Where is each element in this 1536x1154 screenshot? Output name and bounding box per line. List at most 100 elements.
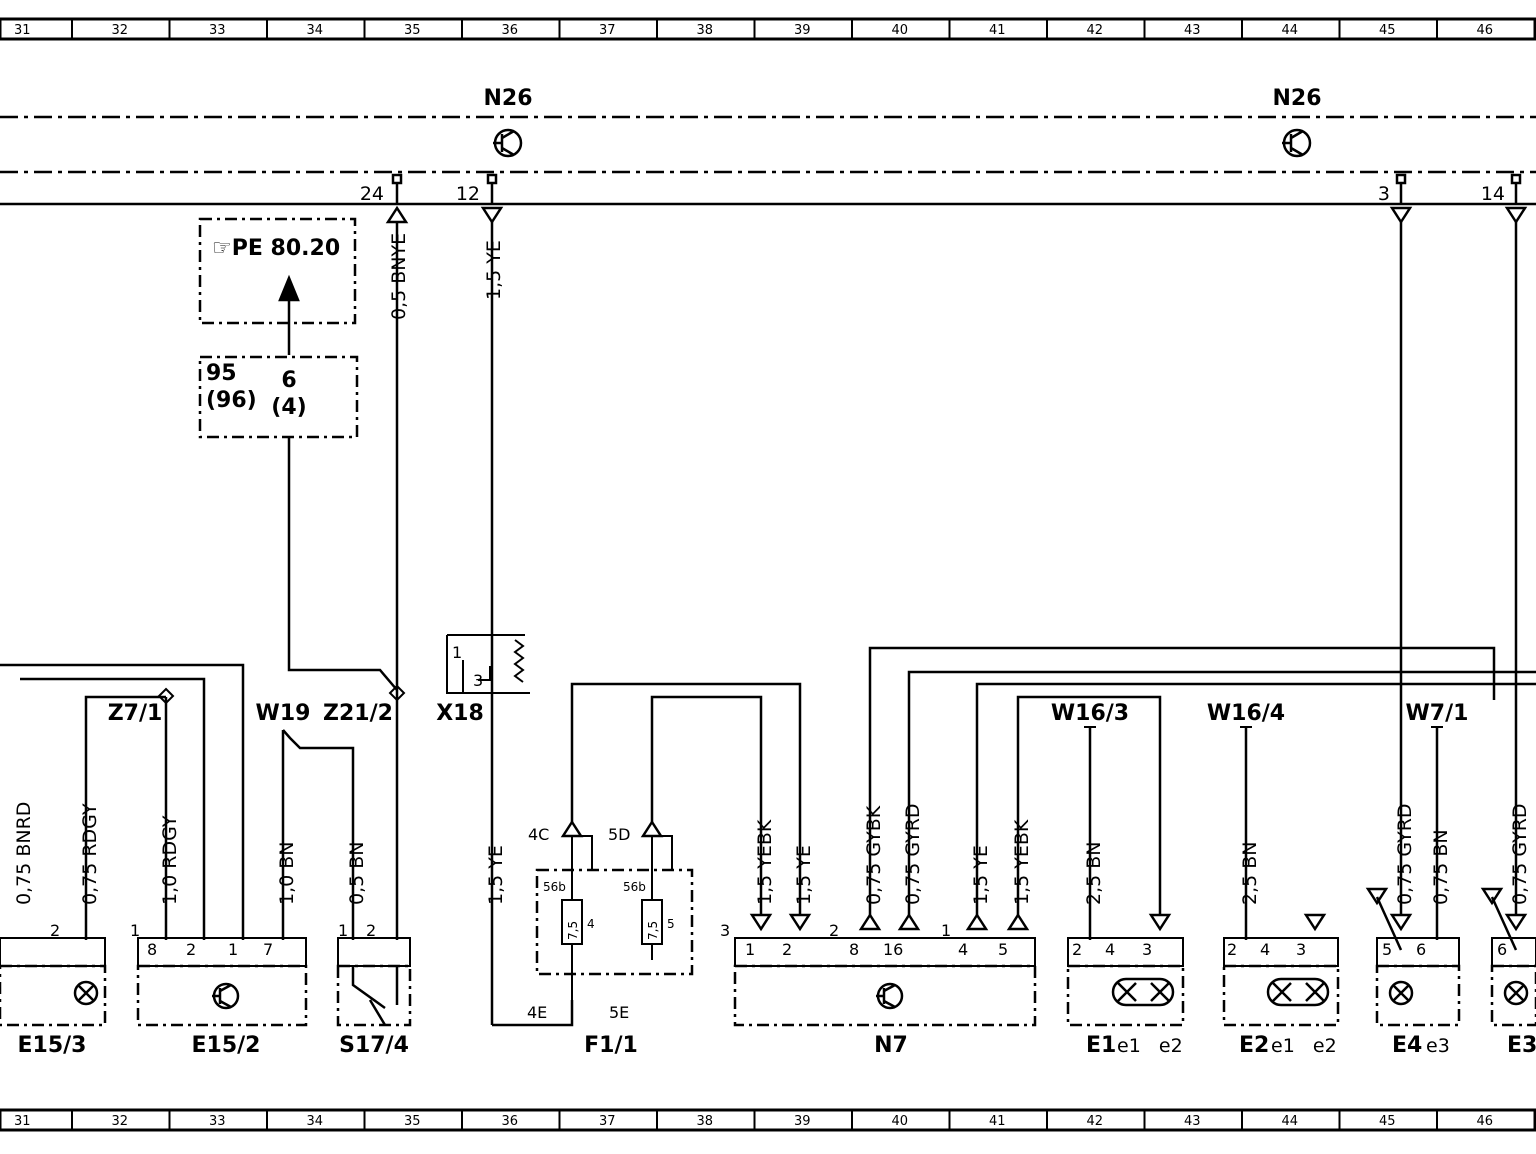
- wire-0-75-bnrd: 0,75 BNRD: [13, 802, 35, 905]
- ruler-label: 43: [1184, 1114, 1201, 1129]
- pin-label: 6: [1497, 940, 1507, 959]
- ruler-label: 40: [891, 23, 908, 38]
- pin-label: 56b: [623, 880, 646, 894]
- component-e3: E3: [1507, 1033, 1536, 1058]
- component-f1-1: F1/1: [584, 1033, 638, 1058]
- wire-1-5-ye-c: 1,5 YE: [970, 845, 992, 905]
- connector-95: 95: [206, 361, 237, 386]
- component-e15-3: E15/3: [18, 1033, 87, 1058]
- n26-label-left: N26: [483, 86, 532, 111]
- component-e4-sub: e3: [1426, 1035, 1450, 1057]
- pin-label: 1: [745, 940, 755, 959]
- ruler-label: 36: [501, 23, 518, 38]
- ruler-label: 32: [111, 23, 128, 38]
- pin-label: 5: [667, 917, 675, 931]
- pin-label: 2: [186, 940, 196, 959]
- pin-label: 4: [587, 917, 595, 931]
- component-e15-2: E15/2: [192, 1033, 261, 1058]
- ruler-label: 39: [794, 23, 811, 38]
- wire-0-75-bn: 0,75 BN: [1430, 829, 1452, 905]
- n26-label-right: N26: [1272, 86, 1321, 111]
- ruler-label: 39: [794, 1114, 811, 1129]
- pin-label: 3: [1296, 940, 1306, 959]
- pin-12: 12: [456, 183, 480, 205]
- reference-pe-80-20[interactable]: ☞PE 80.20: [212, 236, 340, 261]
- ruler-label: 37: [599, 1114, 616, 1129]
- ruler-label: 42: [1086, 23, 1103, 38]
- pin-label: 8: [849, 940, 859, 959]
- ruler-label: 40: [891, 1114, 908, 1129]
- ruler-label: 33: [209, 1114, 226, 1129]
- wire-1-5-ye: 1,5 YE: [485, 845, 507, 905]
- ruler-label: 41: [989, 23, 1006, 38]
- wire-1-5-yebk: 1,5 YEBK: [754, 819, 776, 905]
- x18-pin-3: 3: [473, 671, 483, 690]
- ruler-label: 43: [1184, 23, 1201, 38]
- ruler-label: 38: [696, 1114, 713, 1129]
- component-n7: N7: [874, 1033, 908, 1058]
- wire-1-0-bn: 1,0 BN: [276, 841, 298, 905]
- component-e2-sub: e1 e2: [1271, 1035, 1337, 1057]
- pin-label: 7: [263, 940, 273, 959]
- junction-w16-3: W16/3: [1051, 701, 1129, 726]
- wire-2-5-bn-b: 2,5 BN: [1239, 841, 1261, 905]
- ruler-label: 37: [599, 23, 616, 38]
- ruler-label: 44: [1281, 1114, 1298, 1129]
- pin-label: 56b: [543, 880, 566, 894]
- component-s17-4: S17/4: [339, 1033, 409, 1058]
- pin-label: 2: [1227, 940, 1237, 959]
- ruler-label: 46: [1476, 23, 1493, 38]
- wire-0-75-gyrd: 0,75 GYRD: [902, 803, 924, 905]
- pin-label: 3: [1142, 940, 1152, 959]
- pin-label: 2: [829, 921, 839, 940]
- pin-label: 5: [1382, 940, 1392, 959]
- junction-z21-2: Z21/2: [323, 701, 393, 726]
- wire-0-5-bnye: 0,5 BNYE: [388, 233, 410, 320]
- ruler-label: 31: [14, 23, 31, 38]
- connector-pin-6: 6: [281, 368, 296, 393]
- pin-label: 16: [883, 940, 903, 959]
- pin-label: 6: [1416, 940, 1426, 959]
- junction-w16-4: W16/4: [1207, 701, 1285, 726]
- fuse-icon: [561, 835, 673, 1000]
- pin-label: 2: [1072, 940, 1082, 959]
- component-e2: E2: [1239, 1033, 1269, 1058]
- pin-label: 5: [998, 940, 1008, 959]
- ruler-label: 34: [306, 23, 323, 38]
- wire-0-5-bn: 0,5 BN: [346, 841, 368, 905]
- wire-1-5-ye-top: 1,5 YE: [483, 240, 505, 300]
- component-e1: E1: [1086, 1033, 1116, 1058]
- connector-x18: X18: [436, 701, 484, 726]
- ruler-label: 31: [14, 1114, 31, 1129]
- junction-z7-1: Z7/1: [108, 701, 163, 726]
- ruler-label: 46: [1476, 1114, 1493, 1129]
- ruler-label: 35: [404, 1114, 421, 1129]
- transistor-icon: [493, 128, 1312, 158]
- pin-label: 8: [147, 940, 157, 959]
- wire-lines: [0, 222, 1536, 1027]
- switch-icon: [351, 966, 399, 1026]
- pin-label: 1: [941, 921, 951, 940]
- pin-label: 5E: [609, 1003, 629, 1022]
- ruler-label: 36: [501, 1114, 518, 1129]
- wire-1-5-ye-b: 1,5 YE: [793, 845, 815, 905]
- ruler-label: 35: [404, 23, 421, 38]
- n26-module-boundary: [0, 115, 1536, 206]
- pin-24: 24: [360, 183, 384, 205]
- ruler-label: 42: [1086, 1114, 1103, 1129]
- pin-label: 4: [1260, 940, 1270, 959]
- pin-14: 14: [1481, 183, 1505, 205]
- junction-w7-1: W7/1: [1406, 701, 1469, 726]
- pin-label: 7,5: [646, 921, 660, 940]
- pin-label: 1: [228, 940, 238, 959]
- pin-label: 1: [338, 921, 348, 940]
- pin-label: 2: [366, 921, 376, 940]
- ruler-label: 32: [111, 1114, 128, 1129]
- pin-3: 3: [1378, 183, 1390, 205]
- ruler-label: 33: [209, 23, 226, 38]
- lamp-icon: [73, 977, 1529, 1007]
- pin-label: 2: [782, 940, 792, 959]
- ruler-label: 45: [1379, 1114, 1396, 1129]
